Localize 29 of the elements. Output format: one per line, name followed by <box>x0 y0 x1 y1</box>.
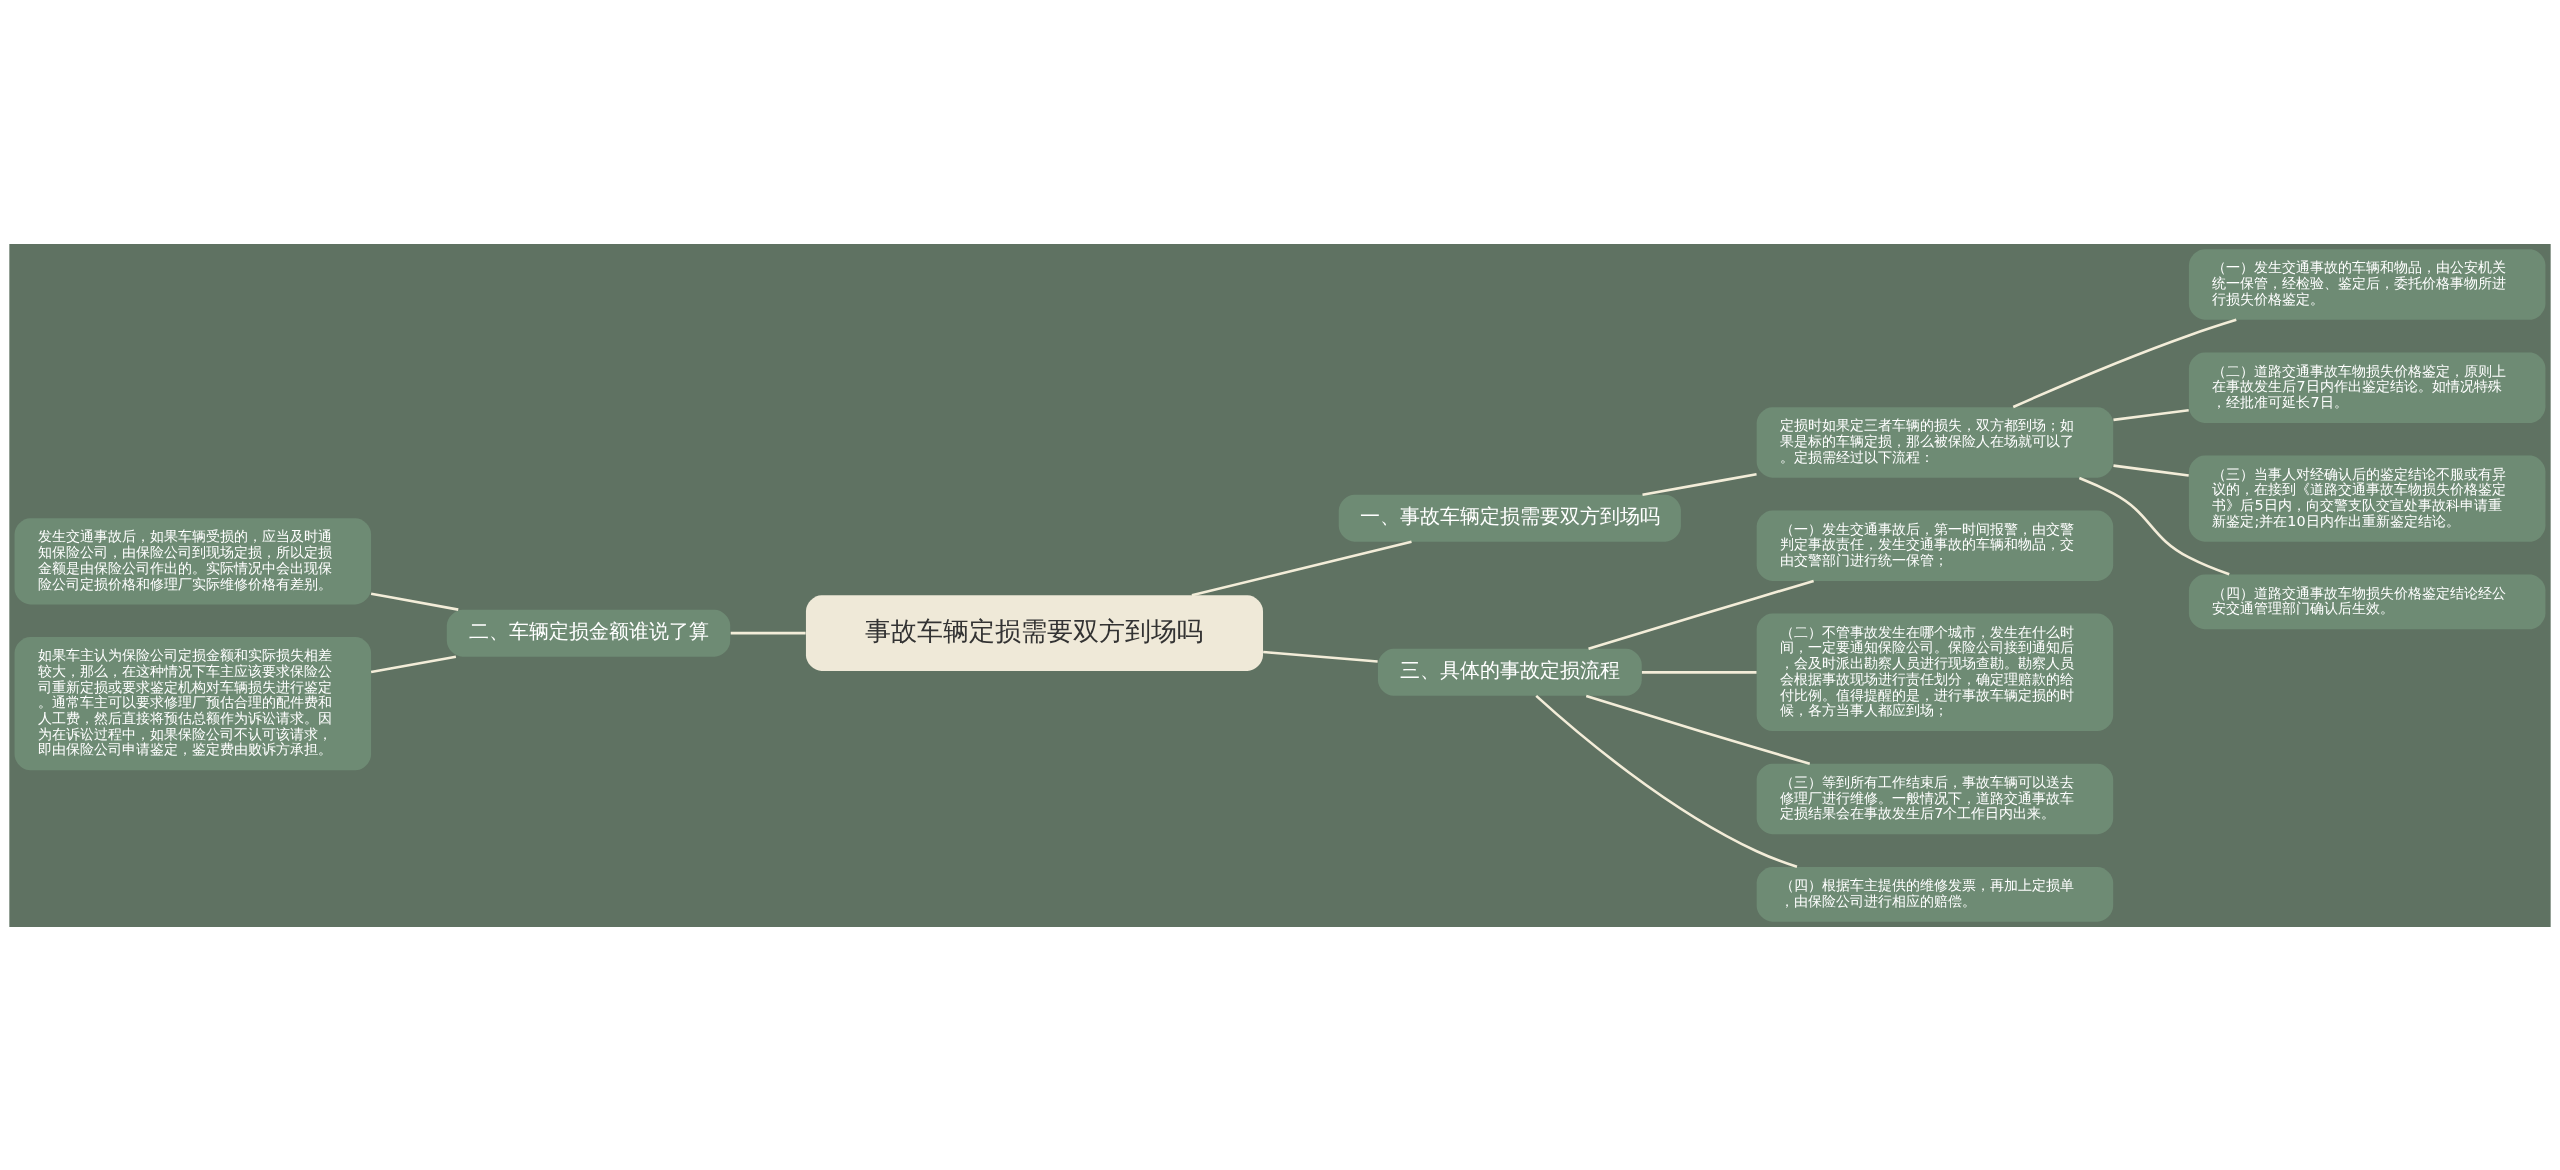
connector <box>2113 408 2189 421</box>
node-box: （二）不管事故发生在哪个城市，发生在什么时间，一定要通知保险公司。保险公司接到通知后，会及时派出勘察人员进行现场查勘。勘察人员会根据事故现场进行责任划分，确定理赔款的给付比例。值得提醒的是，进行事故车辆定损的时候，各方当事人都应到场； <box>1756 613 2114 731</box>
node-box: （一）发生交通事故的车辆和物品，由公安机关统一保管，经检验、鉴定后，委托价格事物所进行损失价格鉴定。 <box>2188 248 2546 320</box>
node-box: 定损时如果定三者车辆的损失，双方都到场；如果是标的车辆定损，那么被保险人在场就可以了。定损需经过以下流程： <box>1756 406 2114 478</box>
connector <box>1641 670 1757 674</box>
connector <box>1585 694 1811 765</box>
node-box: 如果车主认为保险公司定损金额和实际损失相差较大，那么，在这种情况下车主应该要求保险公司重新定损或要求鉴定机构对车辆损失进行鉴定。通常车主可以要求修理厂预估合理的配件费和人工费，然后直接将预估总额作为诉讼请求。因为在诉讼过程中，如果保险公司不认可该请求，即由保险公司申请鉴定，鉴定费由败诉方承担。 <box>14 636 372 770</box>
connector <box>2113 463 2189 477</box>
connector <box>1642 472 1757 496</box>
connector <box>370 654 457 673</box>
node-box: 一、事故车辆定损需要双方到场吗 <box>1338 494 1681 542</box>
node-box: 二、车辆定损金额谁说了算 <box>446 609 731 657</box>
node-box: （四）道路交通事故车物损失价格鉴定结论经公安交通管理部门确认后生效。 <box>2188 573 2546 629</box>
node-box: （三）等到所有工作结束后，事故车辆可以送去修理厂进行维修。一般情况下，道路交通事故车定损结果会在事故发生后7个工作日内出来。 <box>1756 763 2114 834</box>
node-box: （三）当事人对经确认后的鉴定结论不服或有异议的，在接到《道路交通事故车物损失价格鉴定书》后5日内，向交警支队交宣处事故科申请重新鉴定;并在10日内作出重新鉴定结论。 <box>2188 455 2546 542</box>
node-box: 事故车辆定损需要双方到场吗 <box>805 594 1263 671</box>
node-box: （一）发生交通事故后，第一时间报警，由交警判定事故责任，发生交通事故的车辆和物品，交由交警部门进行统一保管； <box>1756 509 2114 581</box>
connector <box>730 631 806 634</box>
connector <box>1191 540 1412 596</box>
connector <box>2078 476 2230 576</box>
node-box: （四）根据车主提供的维修发票，再加上定损单，由保险公司进行相应的赔偿。 <box>1756 866 2114 922</box>
node-box: 三、具体的事故定损流程 <box>1377 648 1642 696</box>
connector <box>1263 650 1378 663</box>
connector <box>2012 318 2237 408</box>
connector <box>1588 579 1814 650</box>
node-box: （二）道路交通事故车物损失价格鉴定，原则上在事故发生后7日内作出鉴定结论。如情况特殊，经批准可延长7日。 <box>2188 351 2546 423</box>
node-box: 发生交通事故后，如果车辆受损的，应当及时通知保险公司，由保险公司到现场定损，所以定损金额是由保险公司作出的。实际情况中会出现保险公司定损价格和修理厂实际维修价格有差别。 <box>14 517 372 604</box>
connector <box>1535 694 1798 868</box>
connector <box>370 591 459 611</box>
